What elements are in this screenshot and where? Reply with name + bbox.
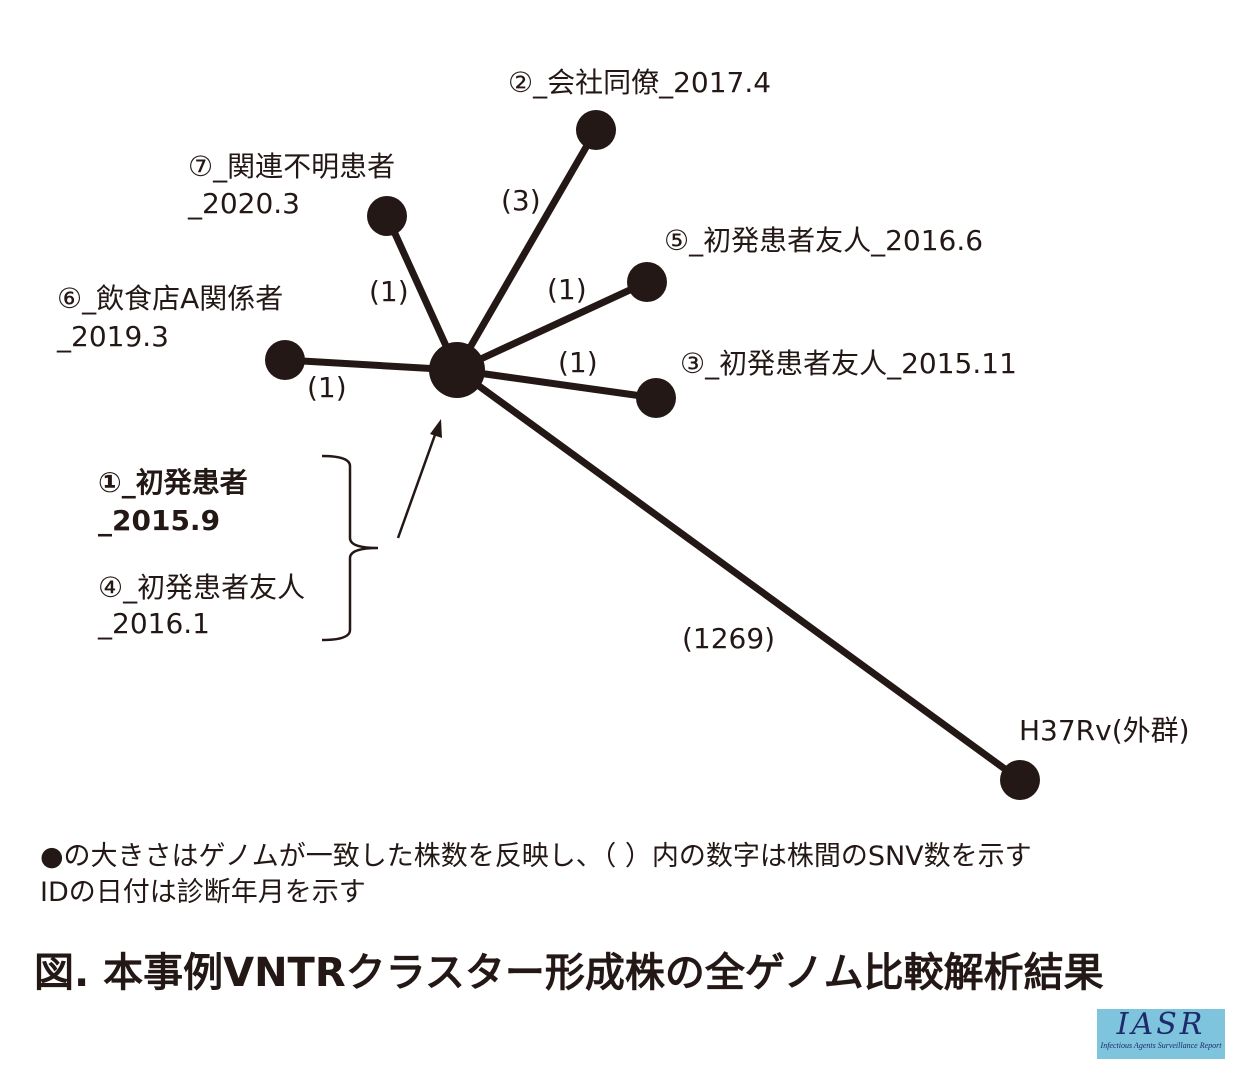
snv-n5: (1) xyxy=(547,273,587,306)
node-outgroup xyxy=(1000,760,1040,800)
label-n6-line1: ⑥_飲食店A関係者 xyxy=(57,282,283,315)
logo-subtitle: Infectious Agents Surveillance Report xyxy=(1100,1041,1222,1050)
label-n7-line1: ⑦_関連不明患者 xyxy=(188,150,395,183)
arrow-line xyxy=(396,431,438,539)
edge-n7 xyxy=(383,212,461,374)
figure-title: 図. 本事例VNTRクラスター形成株の全ゲノム比較解析結果 xyxy=(34,950,1104,996)
snv-n6: (1) xyxy=(307,371,347,404)
logo-name: IASR xyxy=(1116,1007,1206,1042)
label-n3: ③_初発患者友人_2015.11 xyxy=(680,347,1017,380)
snv-n7: (1) xyxy=(369,275,409,308)
label-center-line2: _2015.9 xyxy=(98,504,220,537)
node-n5 xyxy=(627,262,667,302)
arrow-head xyxy=(430,419,442,438)
snv-n2: (3) xyxy=(501,184,541,217)
label-center-line4: _2016.1 xyxy=(97,607,210,640)
node-center xyxy=(429,342,485,398)
snv-n3: (1) xyxy=(558,346,598,379)
edge-n5 xyxy=(453,278,651,374)
bracket xyxy=(321,454,379,642)
node-n6 xyxy=(265,340,305,380)
node-n2 xyxy=(576,110,616,150)
node-n7 xyxy=(367,196,407,236)
label-n7-line2: _2020.3 xyxy=(187,187,300,220)
label-outgroup: H37Rv(外群) xyxy=(1019,714,1190,747)
label-center-line1: ①_初発患者 xyxy=(98,466,248,499)
snv-outgroup: (1269) xyxy=(682,622,775,655)
note-line1: ●の大きさはゲノムが一致した株数を反映し、（ ）内の数字は株間のSNV数を示す xyxy=(40,841,1032,872)
iasr-logo: IASR Infectious Agents Surveillance Repo… xyxy=(1097,1009,1225,1059)
label-n5: ⑤_初発患者友人_2016.6 xyxy=(664,224,983,257)
edge-n3 xyxy=(453,366,660,402)
edge-n2 xyxy=(453,126,600,374)
edge-n6 xyxy=(281,356,461,374)
note-line2: IDの日付は診断年月を示す xyxy=(40,877,366,908)
label-center-line3: ④_初発患者友人 xyxy=(98,571,305,604)
node-n3 xyxy=(636,378,676,418)
label-n2: ②_会社同僚_2017.4 xyxy=(508,66,771,99)
edge-outgroup xyxy=(453,366,1024,784)
label-n6-line2: _2019.3 xyxy=(56,320,169,353)
